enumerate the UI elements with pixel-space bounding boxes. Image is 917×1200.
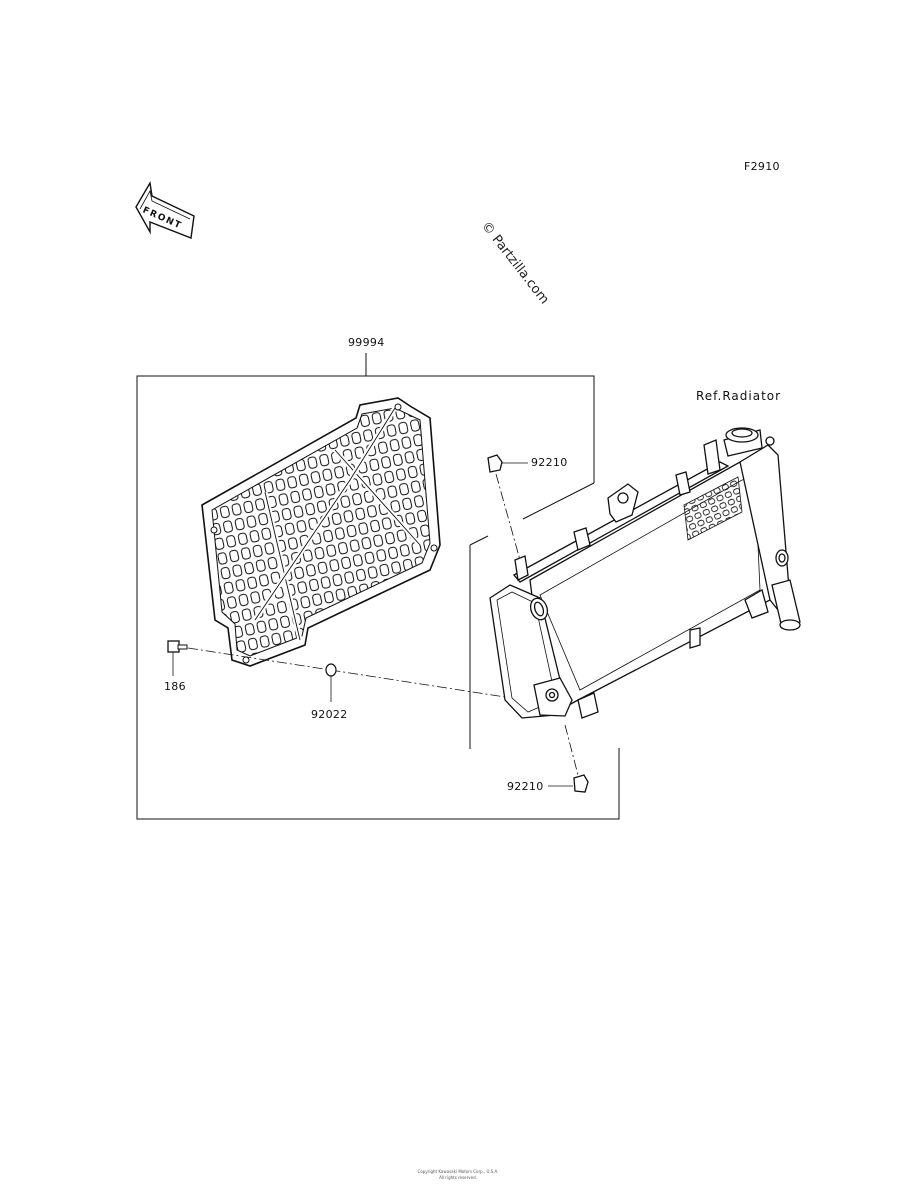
- clip-bottom-icon: [548, 724, 589, 793]
- front-arrow-icon: [135, 180, 195, 239]
- radiator: [489, 427, 801, 719]
- part-number-washer[interactable]: 92022: [311, 708, 348, 721]
- part-number-clip-bottom[interactable]: 92210: [507, 780, 544, 793]
- kit-outline: [136, 353, 620, 820]
- footer-rights: All rights reserved.: [439, 1175, 477, 1180]
- ref-radiator-label: Ref.Radiator: [696, 389, 782, 403]
- bolt-icon: [167, 640, 188, 676]
- part-number-bolt[interactable]: 186: [164, 680, 186, 693]
- part-number-grille[interactable]: 99994: [348, 336, 385, 349]
- clip-top-icon: [487, 454, 528, 561]
- figure-code: F2910: [744, 160, 780, 173]
- part-number-clip-top[interactable]: 92210: [531, 456, 568, 469]
- footer-copyright: Copyright Kawasaki Motors Corp., U.S.A.: [417, 1169, 499, 1174]
- radiator-guard: [201, 397, 441, 667]
- washer-icon: [325, 663, 337, 702]
